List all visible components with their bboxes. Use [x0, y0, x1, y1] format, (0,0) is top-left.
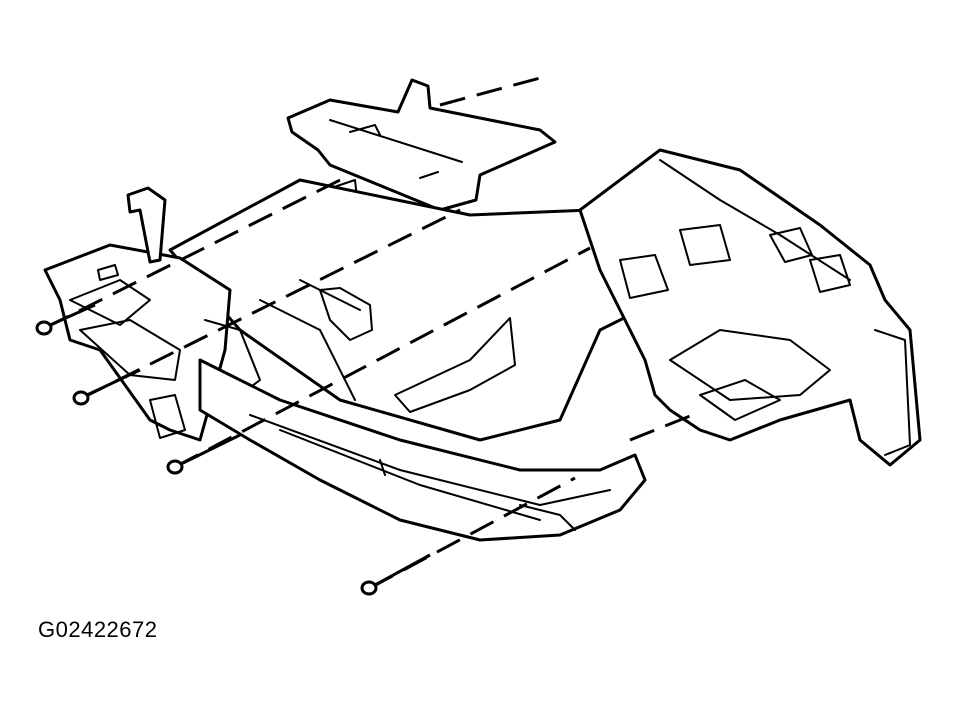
bolt-2	[72, 368, 141, 406]
figure-id-label: G02422672	[38, 617, 158, 642]
left-front-rail	[43, 186, 261, 442]
bolt-3	[166, 433, 241, 475]
bolt-4	[360, 553, 431, 596]
front-bumper-beam	[198, 358, 647, 542]
right-front-rail	[578, 148, 922, 467]
bolt-1	[35, 303, 96, 336]
